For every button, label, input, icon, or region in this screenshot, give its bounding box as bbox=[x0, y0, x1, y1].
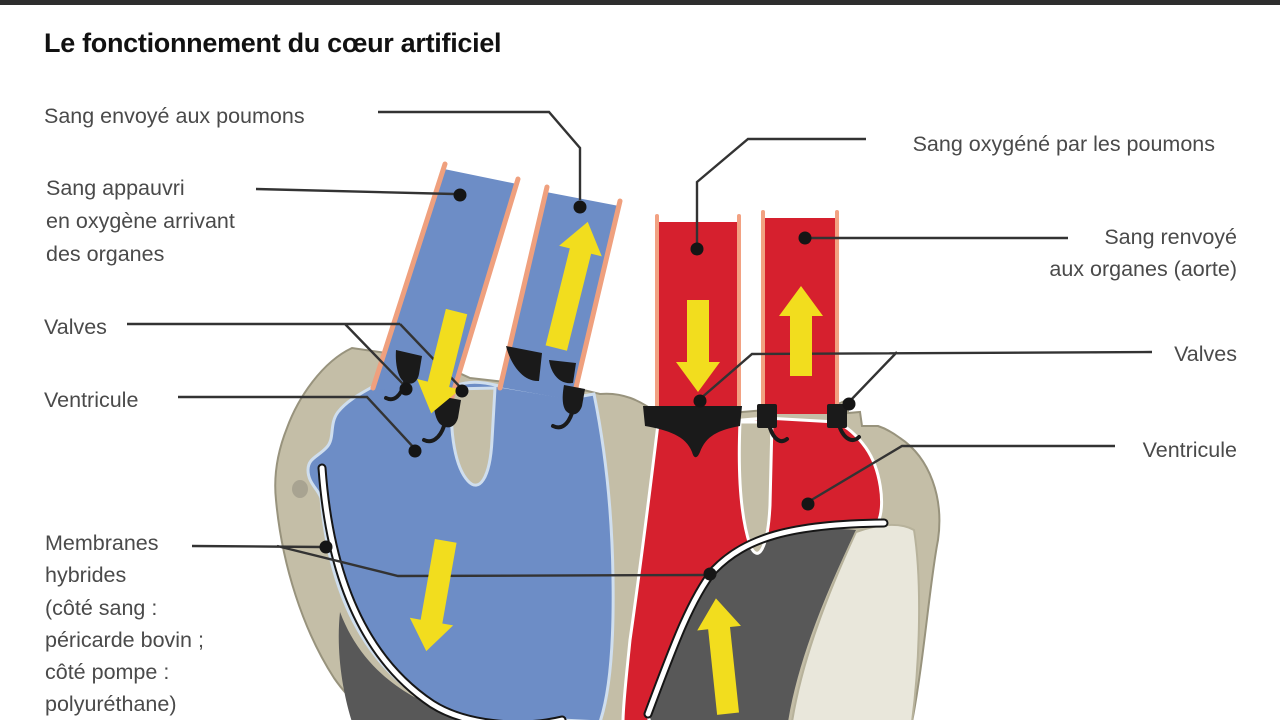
right-pump-chamber bbox=[649, 528, 856, 720]
leader-lines bbox=[127, 110, 1153, 578]
right-pocket bbox=[791, 524, 921, 720]
arrow-up-aorta bbox=[779, 286, 823, 376]
top-bar bbox=[0, 0, 1280, 5]
label-valves-right: Valves bbox=[1174, 342, 1237, 366]
page-title: Le fonctionnement du cœur artificiel bbox=[44, 28, 502, 58]
label-returned-aorta: Sang renvoyé aux organes (aorte) bbox=[1049, 225, 1237, 281]
vessel-vena-cava bbox=[370, 161, 521, 403]
valve-aortic bbox=[757, 404, 861, 444]
arrow-down-left-ventricle bbox=[409, 538, 457, 652]
flow-arrows bbox=[409, 221, 823, 715]
label-oxygenated: Sang oxygéné par les poumons bbox=[912, 132, 1215, 156]
label-sent-to-lungs: Sang envoyé aux poumons bbox=[44, 104, 305, 128]
label-depleted-blood: Sang appauvri en oxygène arrivant des or… bbox=[46, 176, 235, 266]
arrow-up-pulmonary-artery bbox=[545, 221, 602, 351]
arrow-down-vena-cava bbox=[417, 308, 468, 414]
label-ventricle-left: Ventricule bbox=[44, 388, 139, 412]
leader-dots bbox=[319, 188, 856, 581]
shell-shadow-spot bbox=[292, 480, 308, 498]
label-membranes: Membranes hybrides (côté sang : péricard… bbox=[45, 531, 204, 717]
label-valves-left: Valves bbox=[44, 315, 107, 339]
left-membrane bbox=[319, 465, 565, 720]
valve-pulmonary-left-leaflet bbox=[506, 346, 542, 382]
valve-mitral bbox=[643, 406, 742, 458]
left-pump-chamber bbox=[338, 612, 563, 720]
valve-pulmonary-right-leaflet bbox=[549, 360, 585, 430]
inlet-pillar bbox=[449, 386, 497, 487]
arrow-up-right-pump bbox=[697, 598, 741, 715]
label-ventricle-right: Ventricule bbox=[1142, 438, 1237, 462]
arrow-down-pulmonary-vein bbox=[676, 300, 720, 392]
